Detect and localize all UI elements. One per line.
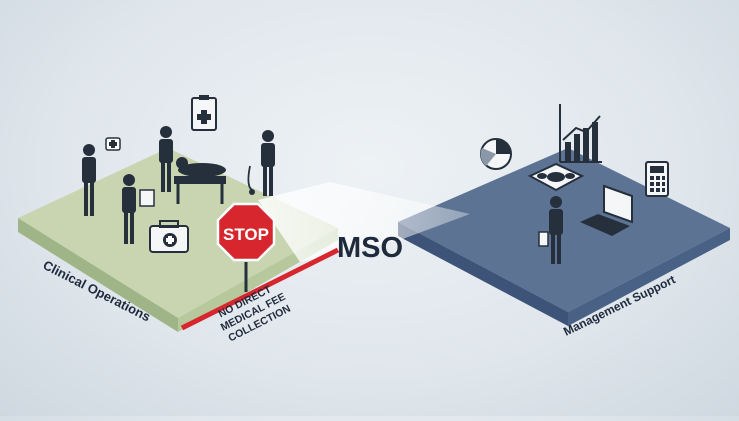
stethoscope-icon [247, 165, 255, 195]
management-platform-side-right [568, 228, 730, 326]
clinician-figure-2 [122, 174, 155, 244]
calculator-icon [645, 161, 669, 197]
clipboard-medical-icon [191, 95, 217, 131]
mso-bridge [258, 182, 470, 262]
hospital-bed-icon [174, 157, 226, 204]
medical-cross-icon [105, 137, 121, 151]
management-platform-side-left [398, 222, 568, 326]
pie-chart-icon [480, 138, 512, 170]
restriction-line [180, 247, 340, 331]
bar-chart-icon [559, 104, 602, 163]
manager-figure [538, 196, 563, 264]
clinician-figure-1 [82, 144, 96, 216]
clinician-figure-3 [159, 126, 173, 192]
medical-case-icon [149, 220, 189, 253]
mso-label: MSO [337, 232, 403, 264]
puzzle-icon [527, 162, 585, 192]
stop-sign-face [216, 202, 276, 262]
stop-sign: STOP [216, 202, 276, 292]
clinical-platform-side-left [18, 218, 178, 332]
laptop-icon [580, 184, 633, 236]
clinician-figure-4 [261, 130, 275, 196]
stop-sign-text: STOP [223, 225, 269, 244]
